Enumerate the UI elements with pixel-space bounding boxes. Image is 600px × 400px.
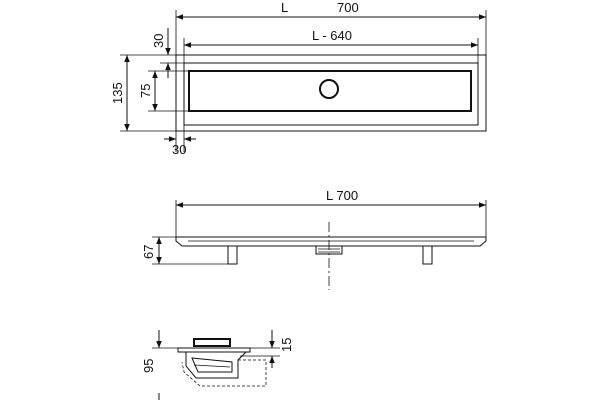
dim-length-value: 700 [337,0,359,15]
top-view: L 700 L - 640 135 75 30 30 [110,0,487,157]
dim-height-outer: 135 [110,82,125,104]
dim-side-length-label: L 700 [326,188,358,203]
dim-inner-length-label: L - 640 [312,28,352,43]
top-view-grate [188,70,472,112]
dim-offset-top: 30 [151,34,166,48]
side-view-right-foot [422,245,433,265]
section-channel-body [185,351,247,379]
section-outlet-hidden [181,359,267,387]
dim-offset-bottom: 30 [172,142,186,157]
section-grate [193,338,231,347]
section-view: 95 15 [141,330,294,400]
dim-length-label: L [281,0,288,15]
side-view-channel [175,236,487,247]
dim-section-height: 95 [141,359,156,373]
top-view-outer-frame [175,54,487,132]
side-view: L 700 67 [141,188,487,290]
drain-outlet-circle [319,79,339,99]
dim-height-inner: 75 [138,84,153,98]
top-view-inner-rim [183,62,479,126]
side-view-left-foot [227,245,238,265]
dim-side-height: 67 [141,245,156,259]
dim-section-top-offset: 15 [279,338,294,352]
side-view-outlet [315,245,343,255]
